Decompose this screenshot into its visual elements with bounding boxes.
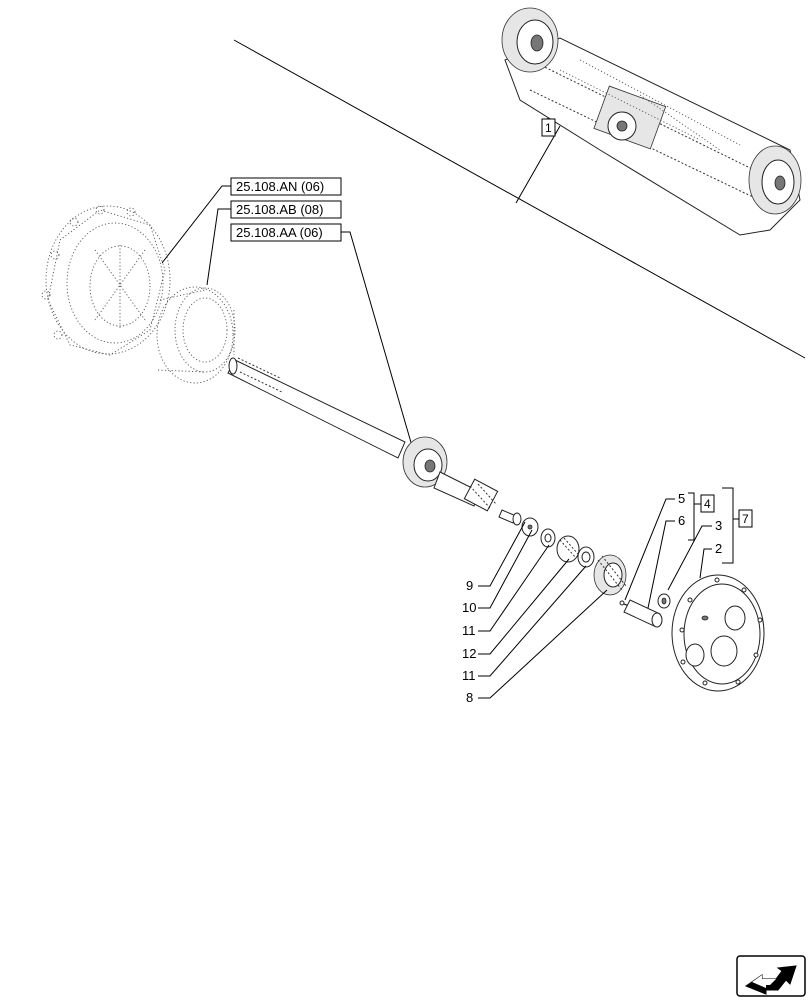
reference-box-3[interactable]: 25.108.AA (06) — [230, 223, 342, 242]
leader-shaft-assembly — [341, 231, 413, 447]
bolt-9 — [498, 509, 522, 526]
item-number-label: 3 — [715, 518, 722, 533]
plug-6 — [623, 599, 663, 628]
assembly-leader-lower — [515, 125, 561, 204]
leader-item-9 — [478, 521, 526, 587]
leader-housing — [161, 185, 231, 264]
washer-11a — [540, 528, 556, 548]
item-number-label: 5 — [678, 491, 685, 506]
item-number-label: 11 — [462, 668, 476, 683]
cover-plate-2 — [671, 574, 765, 692]
ring-gear — [156, 286, 236, 384]
reference-code: 25.108.AN (06) — [236, 179, 324, 194]
leader-item-11a — [478, 544, 550, 632]
group-number: 1 — [545, 121, 552, 135]
reference-code: 25.108.AB (08) — [236, 202, 323, 217]
leader-item-6 — [647, 520, 675, 609]
reference-code: 25.108.AA (06) — [236, 225, 323, 240]
next-page-arrow-icon[interactable] — [736, 955, 806, 997]
item-number-label: 2 — [715, 541, 722, 556]
leader-item-11b — [478, 565, 587, 677]
bracket-group-7 — [722, 487, 734, 564]
item-number-label: 9 — [466, 578, 473, 593]
group-number: 4 — [704, 497, 711, 511]
group-box-4[interactable]: 4 — [700, 494, 715, 513]
leader-item-12 — [478, 558, 570, 655]
item-number-label: 6 — [678, 513, 685, 528]
leader-item-2 — [699, 548, 712, 579]
leader-item-5 — [624, 498, 675, 601]
leader-item-8 — [478, 589, 608, 699]
planet-carrier-assembly — [402, 436, 499, 512]
axle-shaft — [227, 357, 406, 459]
plug-3 — [657, 593, 671, 609]
bearing-12 — [556, 535, 580, 563]
item-number-label: 8 — [466, 690, 473, 705]
leader-item-3 — [667, 525, 712, 591]
group-box-1[interactable]: 1 — [541, 118, 556, 137]
washer-11b — [577, 546, 595, 568]
planetary-housing — [41, 205, 171, 356]
leader-item-10 — [478, 529, 533, 609]
section-line — [233, 39, 806, 359]
item-number-label: 12 — [462, 646, 476, 661]
group-box-7[interactable]: 7 — [738, 509, 753, 528]
axle-assembly-thumbnail — [501, 7, 802, 236]
item-number-label: 10 — [462, 600, 476, 615]
leader-ring-gear — [206, 208, 231, 286]
reference-box-1[interactable]: 25.108.AN (06) — [230, 177, 342, 196]
item-number-label: 11 — [462, 623, 476, 638]
reference-box-2[interactable]: 25.108.AB (08) — [230, 200, 342, 219]
group-number: 7 — [742, 512, 749, 526]
planet-gear-8 — [593, 554, 627, 596]
bracket-group-4 — [688, 492, 695, 541]
